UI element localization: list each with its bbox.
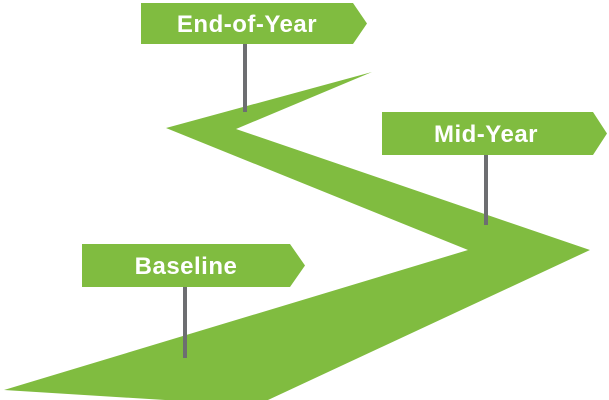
baseline-pole bbox=[183, 287, 187, 358]
mid-year-label: Mid-Year bbox=[434, 121, 538, 148]
mid-year-sign bbox=[382, 112, 607, 155]
end-of-year-sign bbox=[141, 3, 367, 44]
baseline-signpost: Baseline bbox=[82, 244, 305, 287]
end-of-year-signpost: End-of-Year bbox=[141, 3, 367, 44]
end-of-year-pole bbox=[243, 44, 247, 112]
mid-year-signpost: Mid-Year bbox=[382, 112, 607, 155]
mid-year-pole bbox=[484, 155, 488, 225]
zigzag-path bbox=[4, 72, 590, 400]
end-of-year-label: End-of-Year bbox=[177, 11, 317, 38]
baseline-label: Baseline bbox=[135, 253, 238, 280]
baseline-sign bbox=[82, 244, 305, 287]
